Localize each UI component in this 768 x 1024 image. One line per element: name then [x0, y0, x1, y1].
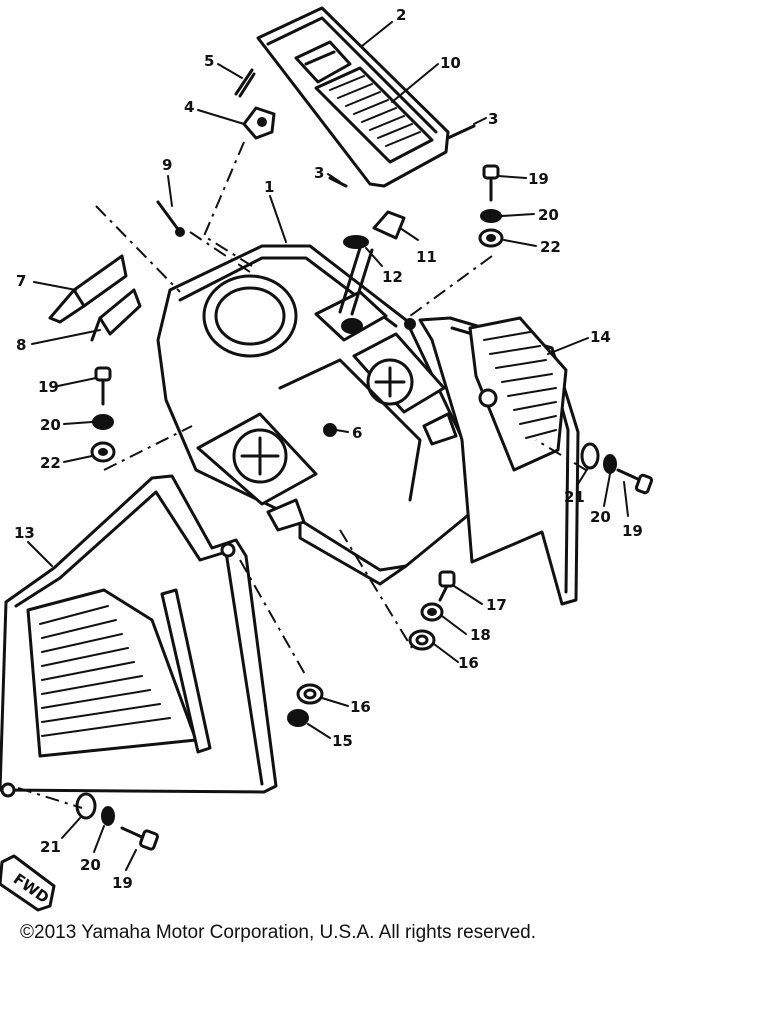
part-19-bolt-bottom [120, 826, 159, 851]
callout-labels: 2 10 5 4 3 3 9 19 20 22 1 11 12 7 8 14 1… [14, 6, 643, 892]
callout-20-bottom: 20 [80, 856, 101, 874]
part-1-main-body [156, 244, 474, 586]
part-18-washer [420, 602, 444, 622]
part-22-washer-top [478, 228, 504, 248]
gauge-pod-right [352, 332, 446, 414]
part-3-pin-right [446, 124, 476, 140]
part-7-clip [48, 254, 128, 324]
assembly-lines [17, 141, 587, 809]
callout-12: 12 [382, 268, 403, 286]
leader-lines [27, 21, 629, 871]
part-19-bolt-top [482, 164, 500, 202]
part-3-pin-left [328, 176, 348, 188]
callout-2: 2 [396, 6, 406, 24]
part-8-clip [90, 288, 142, 342]
callout-11: 11 [416, 248, 437, 266]
callout-15: 15 [332, 732, 353, 750]
part-22-washer-left [90, 441, 116, 463]
callout-20-right: 20 [590, 508, 611, 526]
callout-1: 1 [264, 178, 274, 196]
part-13-left-cover [0, 474, 278, 798]
part-14-right-cover [404, 316, 580, 606]
callout-10: 10 [440, 54, 461, 72]
callout-22-top: 22 [540, 238, 561, 256]
part-16-washer-center [296, 683, 324, 705]
callout-6: 6 [352, 424, 362, 442]
callout-19-left: 19 [38, 378, 59, 396]
callout-19-top: 19 [528, 170, 549, 188]
gauge-pod-left [196, 412, 318, 506]
callout-22-left: 22 [40, 454, 61, 472]
callout-3-right: 3 [488, 110, 498, 128]
callout-14: 14 [590, 328, 611, 346]
callout-8: 8 [16, 336, 26, 354]
callout-18: 18 [470, 626, 491, 644]
part-20-washer-top [480, 209, 502, 223]
part-19-bolt-left [94, 366, 112, 406]
part-15-nut [287, 709, 309, 727]
part-12-rod [338, 235, 374, 316]
callout-13: 13 [14, 524, 35, 542]
callout-3-left: 3 [314, 164, 324, 182]
callout-19-bottom: 19 [112, 874, 133, 892]
part-17-bolt [438, 570, 456, 602]
callout-17: 17 [486, 596, 507, 614]
callout-16-center: 16 [350, 698, 371, 716]
callout-4: 4 [184, 98, 194, 116]
callout-20-left: 20 [40, 416, 61, 434]
callout-21-right: 21 [564, 488, 585, 506]
part-21-washer-right [580, 442, 600, 470]
callout-9: 9 [162, 156, 172, 174]
part-20-washer-right [603, 454, 617, 474]
callout-19-right: 19 [622, 522, 643, 540]
part-21-washer-bottom [75, 792, 97, 820]
part-5-clip [234, 68, 256, 98]
callout-16-right: 16 [458, 654, 479, 672]
part-4-bracket [242, 106, 276, 140]
part-11-knob [372, 210, 406, 240]
callout-20-top: 20 [538, 206, 559, 224]
copyright-notice: ©2013 Yamaha Motor Corporation, U.S.A. A… [20, 922, 536, 943]
part-16-washer-right [408, 629, 436, 651]
callout-7: 7 [16, 272, 26, 290]
part-9-screw [156, 200, 185, 237]
callout-21-bottom: 21 [40, 838, 61, 856]
callout-5: 5 [204, 52, 214, 70]
fwd-arrow-icon: FWD [0, 854, 56, 912]
part-20-washer-left [92, 414, 114, 430]
part-20-washer-bottom [101, 806, 115, 826]
part-10-grille [314, 66, 434, 164]
part-19-bolt-right [616, 468, 654, 495]
